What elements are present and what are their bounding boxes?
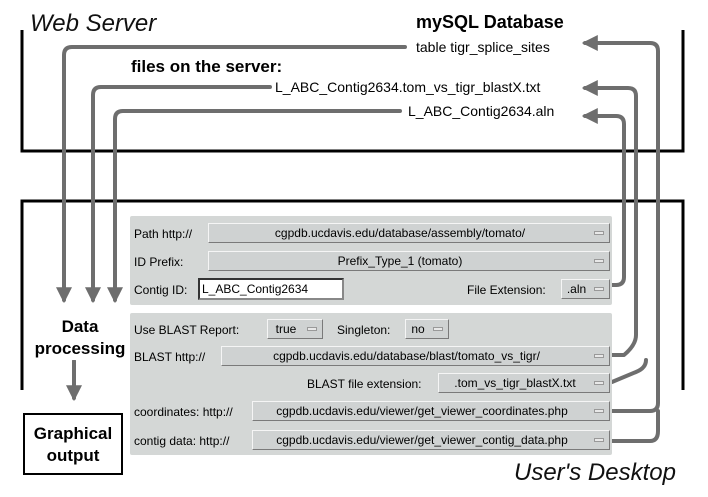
web-server-frame bbox=[20, 30, 685, 153]
form-panel-source: Path http:// cgpdb.ucdavis.edu/database/… bbox=[130, 216, 612, 305]
users-desktop-title: User's Desktop bbox=[514, 459, 676, 486]
contig-data-select[interactable]: cgpdb.ucdavis.edu/viewer/get_viewer_cont… bbox=[252, 430, 610, 450]
singleton-value: no bbox=[411, 322, 425, 336]
file-blast-label: L_ABC_Contig2634.tom_vs_tigr_blastX.txt bbox=[272, 79, 544, 95]
blast-url-select[interactable]: cgpdb.ucdavis.edu/database/blast/tomato_… bbox=[221, 346, 610, 366]
file-ext-value: .aln bbox=[566, 282, 587, 296]
path-select[interactable]: cgpdb.ucdavis.edu/database/assembly/toma… bbox=[208, 223, 610, 243]
graphical-output-box: Graphical output bbox=[23, 413, 123, 475]
dropdown-icon bbox=[594, 381, 604, 385]
wire-db-to-processing bbox=[56, 45, 407, 304]
wire-contigdata-join bbox=[610, 409, 660, 443]
wire-contig-urls-to-db bbox=[581, 35, 660, 413]
dropdown-icon bbox=[594, 231, 604, 235]
singleton-label: Singleton: bbox=[337, 323, 391, 337]
wire-blast-ext-to-file bbox=[610, 358, 648, 384]
db-table-label: table tigr_splice_sites bbox=[413, 39, 553, 55]
data-processing-label: Data processing bbox=[30, 316, 130, 360]
contig-id-input[interactable]: L_ABC_Contig2634 bbox=[198, 278, 344, 300]
use-blast-label: Use BLAST Report: bbox=[134, 323, 240, 337]
prefix-value: Prefix_Type_1 (tomato) bbox=[337, 254, 463, 268]
dropdown-icon bbox=[594, 354, 604, 358]
coords-label: coordinates: http:// bbox=[134, 405, 233, 419]
coords-select[interactable]: cgpdb.ucdavis.edu/viewer/get_viewer_coor… bbox=[252, 401, 610, 421]
file-ext-label: File Extension: bbox=[467, 283, 546, 297]
dropdown-icon bbox=[594, 409, 604, 413]
blast-ext-value: .tom_vs_tigr_blastX.txt bbox=[454, 376, 576, 390]
coords-value: cgpdb.ucdavis.edu/viewer/get_viewer_coor… bbox=[276, 404, 568, 418]
blast-url-label: BLAST http:// bbox=[134, 350, 206, 364]
wire-form1-to-aln bbox=[581, 108, 626, 287]
blast-url-value: cgpdb.ucdavis.edu/database/blast/tomato_… bbox=[273, 349, 540, 363]
file-aln-label: L_ABC_Contig2634.aln bbox=[405, 103, 558, 119]
dropdown-icon bbox=[433, 327, 443, 331]
wire-blast-url-to-file bbox=[581, 80, 638, 357]
blast-ext-label: BLAST file extension: bbox=[307, 377, 422, 391]
db-title: mySQL Database bbox=[416, 12, 564, 32]
contig-label: Contig ID: bbox=[134, 283, 188, 297]
desktop-frame bbox=[20, 199, 685, 390]
web-server-title: Web Server bbox=[30, 10, 157, 37]
files-title: files on the server: bbox=[131, 57, 283, 76]
singleton-select[interactable]: no bbox=[405, 319, 449, 339]
processing-line1: Data bbox=[61, 317, 99, 336]
processing-line2: processing bbox=[34, 339, 126, 358]
wire-aln-file-to-processing bbox=[107, 109, 402, 304]
path-value: cgpdb.ucdavis.edu/database/assembly/toma… bbox=[274, 226, 526, 240]
contig-data-value: cgpdb.ucdavis.edu/viewer/get_viewer_cont… bbox=[276, 433, 568, 447]
wire-blast-file-to-processing bbox=[85, 85, 272, 304]
dropdown-icon bbox=[307, 327, 317, 331]
file-ext-select[interactable]: .aln bbox=[561, 279, 610, 299]
prefix-label: ID Prefix: bbox=[134, 255, 184, 269]
prefix-select[interactable]: Prefix_Type_1 (tomato) bbox=[208, 251, 610, 271]
form-panel-blast: Use BLAST Report: true Singleton: no BLA… bbox=[130, 313, 612, 455]
blast-ext-select[interactable]: .tom_vs_tigr_blastX.txt bbox=[438, 373, 610, 393]
use-blast-select[interactable]: true bbox=[267, 319, 323, 339]
dropdown-icon bbox=[594, 259, 604, 263]
path-label: Path http:// bbox=[134, 227, 193, 241]
contig-data-label: contig data: http:// bbox=[134, 434, 230, 448]
output-line1: Graphical bbox=[33, 424, 113, 443]
output-line2: output bbox=[46, 446, 100, 465]
dropdown-icon bbox=[594, 438, 604, 442]
dropdown-icon bbox=[594, 287, 604, 291]
use-blast-value: true bbox=[275, 322, 297, 336]
